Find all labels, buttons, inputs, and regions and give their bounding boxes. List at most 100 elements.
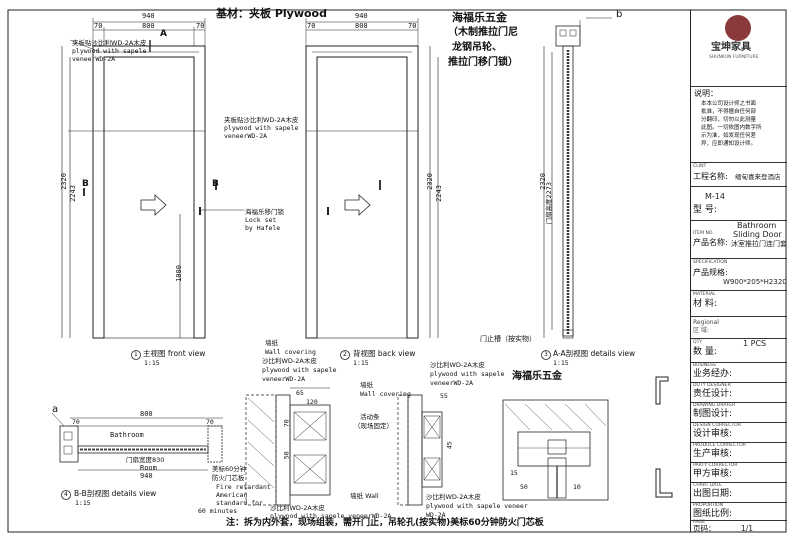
front-view-scale: 1:15 <box>144 359 160 367</box>
business-en: BUSINESS <box>693 363 716 368</box>
bb-opening-label: 门扇宽度830 <box>126 456 165 464</box>
desc-title: 说明： <box>694 89 718 98</box>
desc-line-2: 批准，不得擅自任何部 <box>701 109 757 115</box>
profile-icons <box>655 376 673 498</box>
view-no-front: 1 <box>134 351 138 358</box>
dim-height-inner-back: 2243 <box>434 185 443 202</box>
back-view <box>305 18 439 339</box>
veneer-note-mid-2: plywood with sapele <box>224 124 299 132</box>
veneer-note-top-3: veneerWD-2A <box>72 55 116 63</box>
marker-b-front-right: B <box>212 179 219 189</box>
dim-side-right-back: 70 <box>408 22 417 30</box>
dim-handle-height-front: 1000 <box>174 265 183 282</box>
sapele-bottom-2: plywood with sapele veneerWD-2A <box>270 512 392 520</box>
party-corrector-cn: 甲方审核: <box>693 469 733 479</box>
desc-line-4: 此图。一切依图内数字所 <box>701 125 762 131</box>
produce-corrector-en: PRODUCE CORRECTOR <box>693 443 746 448</box>
material-cn: 材 料: <box>693 299 717 309</box>
dim-55: 55 <box>440 392 448 400</box>
dim-10: 10 <box>573 483 581 491</box>
design-corrector-cn: 设计审核: <box>693 429 733 439</box>
fire-note-3: Fire retardant <box>216 483 271 491</box>
dim-side-right-bb: 70 <box>206 418 214 426</box>
veneer-note-mid-3: veneerWD-2A <box>224 132 268 140</box>
view-no-back: 2 <box>343 351 347 358</box>
bb-view-title: B-B剖视图 details view <box>74 489 157 498</box>
code-value: M-14 <box>705 192 725 201</box>
brand-name-en: SHUNKUN FURNITURE <box>709 55 759 60</box>
front-view-title: 主视图 front view <box>143 349 206 358</box>
spec-en: SPECIFICATION <box>693 260 728 265</box>
code-cn: 型 号: <box>693 205 717 215</box>
lock-note-1: 海福乐移门锁 <box>245 208 284 216</box>
detail-wall-section <box>245 387 331 506</box>
desc-line-3: 分翻印，切勿以此测量 <box>701 117 757 123</box>
proportion-cn: 图纸比例: <box>693 509 733 519</box>
sapele-center-2: plywood with sapele <box>430 370 505 378</box>
fire-note-1: 美标60分钟 <box>212 465 247 473</box>
aa-view-scale: 1:15 <box>553 359 569 367</box>
hardware-note-2: 龙钢吊轮、 <box>452 42 502 53</box>
item-value-2: Sliding Door <box>733 230 782 239</box>
fire-note-4: American <box>216 491 248 499</box>
sapele-top-3: veneerWD-2A <box>262 375 306 383</box>
qty-value: 1 PCS <box>743 339 767 348</box>
back-view-title: 背视图 back view <box>353 349 416 358</box>
movable-strip-2: （现场固定） <box>354 422 393 430</box>
page-value: 1/1 <box>741 524 754 533</box>
dim-side-right-front: 70 <box>196 22 205 30</box>
chart-date-cn: 出图日期: <box>693 489 733 499</box>
marker-a-front: A <box>160 29 167 39</box>
wall-label: 墙纸 Wall <box>350 492 379 500</box>
dim-total-bb: 940 <box>140 472 153 480</box>
sapele-lower-3: WD-2A <box>426 511 446 519</box>
region-en: Regional <box>693 319 719 326</box>
hardware-note-3: 推拉门移门锁） <box>448 57 518 68</box>
brand-name-cn: 宝坤家具 <box>711 42 751 53</box>
desc-line-5: 示为准，如发现任何差 <box>701 133 757 139</box>
hardware-title: 海福乐五金 <box>452 11 507 24</box>
desc-line-1: 本本公司设计师之书面 <box>701 101 757 107</box>
business-cn: 业务经办: <box>693 369 733 379</box>
aa-view-title: A-A剖视图 details view <box>553 349 636 358</box>
marker-a-bb: a <box>52 404 59 415</box>
drawing-en: DRAWING DRAFER <box>693 403 736 408</box>
bb-view-scale: 1:15 <box>75 499 91 507</box>
hardware-note-1: （木制推拉门尼 <box>448 27 518 38</box>
wallcover-cn-1: 墙纸 <box>265 339 278 347</box>
dim-65: 65 <box>296 389 304 397</box>
material-title: 基材：夹板 Plywood <box>216 7 327 20</box>
dim-width-bb: 800 <box>140 410 153 418</box>
dim-height-back: 2320 <box>425 173 434 190</box>
sapele-center-3: veneerWD-2A <box>430 379 474 387</box>
dim-inner-width-back: 800 <box>355 22 368 30</box>
duty-en: DUTY DESIGNER <box>693 383 731 388</box>
item-value-3: 沐室推拉门连门套 <box>731 240 787 248</box>
item-en: ITEM NO. <box>693 231 714 236</box>
bb-room-label: Room <box>140 464 157 472</box>
item-cn: 产品名称: <box>693 238 728 247</box>
dim-side-left-bb: 70 <box>72 418 80 426</box>
dim-height-inner-front: 2243 <box>68 185 77 202</box>
bb-section <box>51 412 223 471</box>
dim-height-front: 2320 <box>59 173 68 190</box>
desc-line-6: 异，应即通知设计师。 <box>701 141 757 147</box>
proportion-en: PROPORTION <box>693 503 724 508</box>
drawing-cn: 制图设计: <box>693 409 733 419</box>
fire-note-6: 60 minutes <box>198 507 238 515</box>
wallcover-cn-2: 墙纸 <box>360 381 373 389</box>
material-en: MATERIAL <box>693 292 716 297</box>
movable-strip-1: 活动条 <box>360 413 380 421</box>
dim-total-width-front: 940 <box>142 12 155 20</box>
client-cn: 工程名称: <box>693 172 728 181</box>
region-cn: 区 域: <box>693 327 709 334</box>
view-number-circles <box>61 350 551 500</box>
dim-50b: 50 <box>520 483 528 491</box>
party-corrector-en: PARTY CORRECTOR <box>693 463 738 468</box>
veneer-note-mid-1: 夹板贴沙比利WD-2A木皮 <box>224 116 299 124</box>
dim-15: 15 <box>510 469 518 477</box>
wallcover-en-2: Wall covering <box>360 390 411 398</box>
marker-b-front-left: B <box>82 179 89 189</box>
detail-center-section <box>397 394 443 506</box>
